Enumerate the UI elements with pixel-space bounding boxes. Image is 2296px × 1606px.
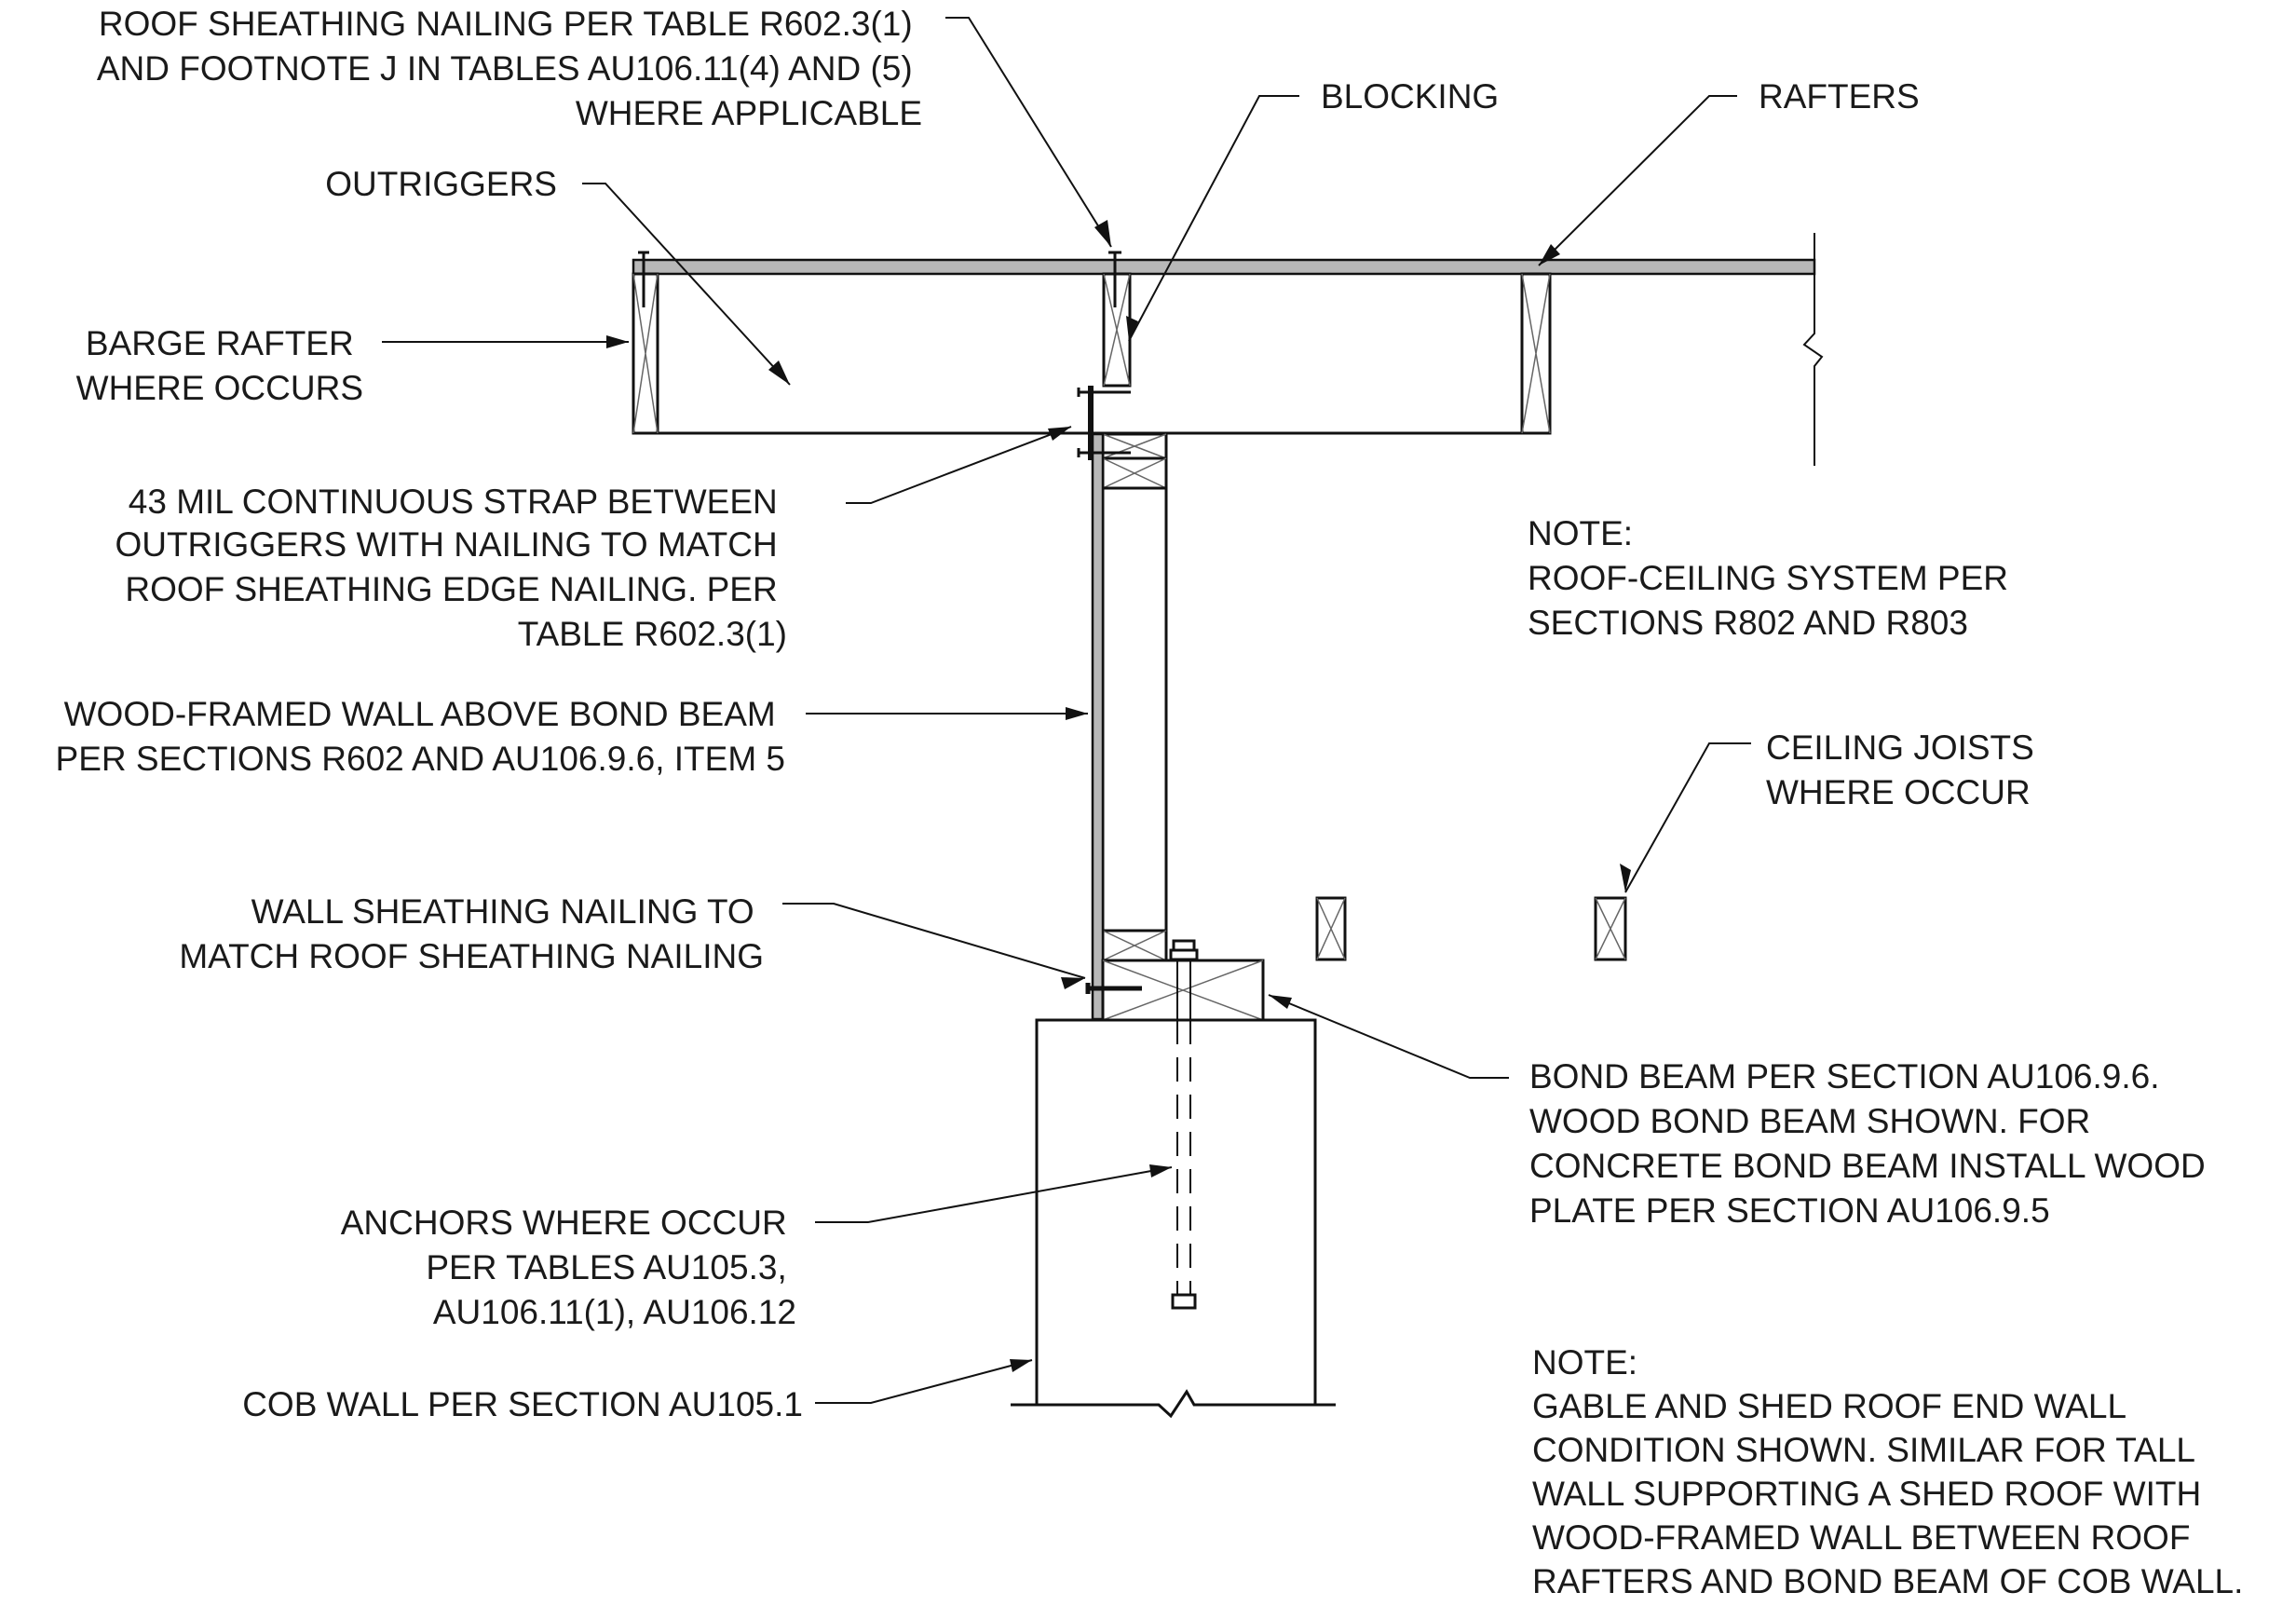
roof-break-line xyxy=(1802,233,1824,466)
wall-sheathing-nail-icon xyxy=(1085,983,1142,994)
arrow-blocking-icon xyxy=(1126,316,1138,341)
leader-bond-beam xyxy=(1268,994,1509,1079)
leader-outriggers xyxy=(582,183,791,386)
label-barge-rafter: BARGE RAFTER WHERE OCCURS xyxy=(76,324,363,407)
leader-lines xyxy=(382,17,1751,1404)
continuous-strap xyxy=(1088,386,1094,460)
arrow-outriggers-icon xyxy=(768,361,790,385)
callout-labels: ROOF SHEATHING NAILING PER TABLE R602.3(… xyxy=(56,5,2244,1600)
label-blocking: BLOCKING xyxy=(1321,77,1499,116)
top-plate-lower xyxy=(1101,456,1168,490)
label-outriggers: OUTRIGGERS xyxy=(325,165,557,203)
arrow-wall-sheathing-nailing-icon xyxy=(1061,977,1085,989)
leader-strap xyxy=(846,426,1072,504)
arrow-cob-wall-icon xyxy=(1010,1359,1032,1372)
label-cob-wall: COB WALL PER SECTION AU105.1 xyxy=(242,1385,803,1423)
barge-rafter xyxy=(632,272,659,435)
roof-framing xyxy=(632,233,1824,466)
arrow-ceiling-joists-icon xyxy=(1620,864,1631,892)
label-rafters: RAFTERS xyxy=(1759,77,1920,116)
cob-wall-break-line xyxy=(1011,1389,1336,1419)
strap-nail-lower-icon xyxy=(1077,448,1131,457)
ceiling-joist-right xyxy=(1594,896,1627,961)
label-strap: 43 MIL CONTINUOUS STRAP BETWEEN OUTRIGGE… xyxy=(115,483,787,653)
leader-rafters xyxy=(1538,95,1737,266)
label-wall-sheathing-nailing: WALL SHEATHING NAILING TO MATCH ROOF SHE… xyxy=(179,892,764,975)
wood-framed-wall xyxy=(1077,386,1168,1021)
top-plate-upper xyxy=(1101,432,1168,460)
blocking xyxy=(1102,272,1132,388)
roof-sheathing xyxy=(632,258,1816,276)
leader-anchors xyxy=(815,1166,1173,1223)
roof-nail-center-icon xyxy=(1108,251,1121,307)
label-ceiling-joists: CEILING JOISTS WHERE OCCUR xyxy=(1766,728,2044,811)
arrow-wood-framed-wall-icon xyxy=(1066,707,1088,720)
rafter xyxy=(1520,272,1552,435)
label-anchors: ANCHORS WHERE OCCUR PER TABLES AU105.3, … xyxy=(341,1204,796,1331)
leader-ceiling-joists xyxy=(1624,742,1751,893)
roof-nail-left-icon xyxy=(638,251,649,307)
leader-blocking xyxy=(1128,95,1299,342)
anchor-bolt xyxy=(1169,939,1199,1310)
arrow-bond-beam-icon xyxy=(1269,995,1292,1009)
wall-sheathing xyxy=(1091,432,1105,1021)
label-bond-beam: BOND BEAM PER SECTION AU106.9.6. WOOD BO… xyxy=(1529,1057,2215,1230)
ceiling-joist-left xyxy=(1315,896,1347,961)
leader-arrowheads xyxy=(606,220,1631,1372)
wall-stud xyxy=(1101,486,1168,932)
note-roof-ceiling: NOTE: ROOF-CEILING SYSTEM PER SECTIONS R… xyxy=(1528,514,2017,642)
note-gable-shed-roof: NOTE: GABLE AND SHED ROOF END WALL CONDI… xyxy=(1532,1343,2243,1600)
arrow-anchors-icon xyxy=(1149,1164,1172,1177)
label-wood-framed-wall: WOOD-FRAMED WALL ABOVE BOND BEAM PER SEC… xyxy=(56,695,785,778)
leader-cob-wall xyxy=(815,1359,1033,1404)
leader-roof-sheathing-nailing xyxy=(945,17,1112,248)
arrow-strap-icon xyxy=(1048,427,1071,441)
label-roof-sheathing-nailing: ROOF SHEATHING NAILING PER TABLE R602.3(… xyxy=(97,5,922,132)
strap-nail-upper-icon xyxy=(1077,388,1131,397)
arrow-roof-sheathing-nailing-icon xyxy=(1094,220,1111,247)
cob-wall xyxy=(1011,1018,1336,1419)
bottom-plate xyxy=(1101,929,1168,962)
arrow-barge-rafter-icon xyxy=(606,335,629,348)
leader-wall-sheathing-nailing xyxy=(782,903,1086,979)
arrow-rafters-icon xyxy=(1539,244,1560,265)
